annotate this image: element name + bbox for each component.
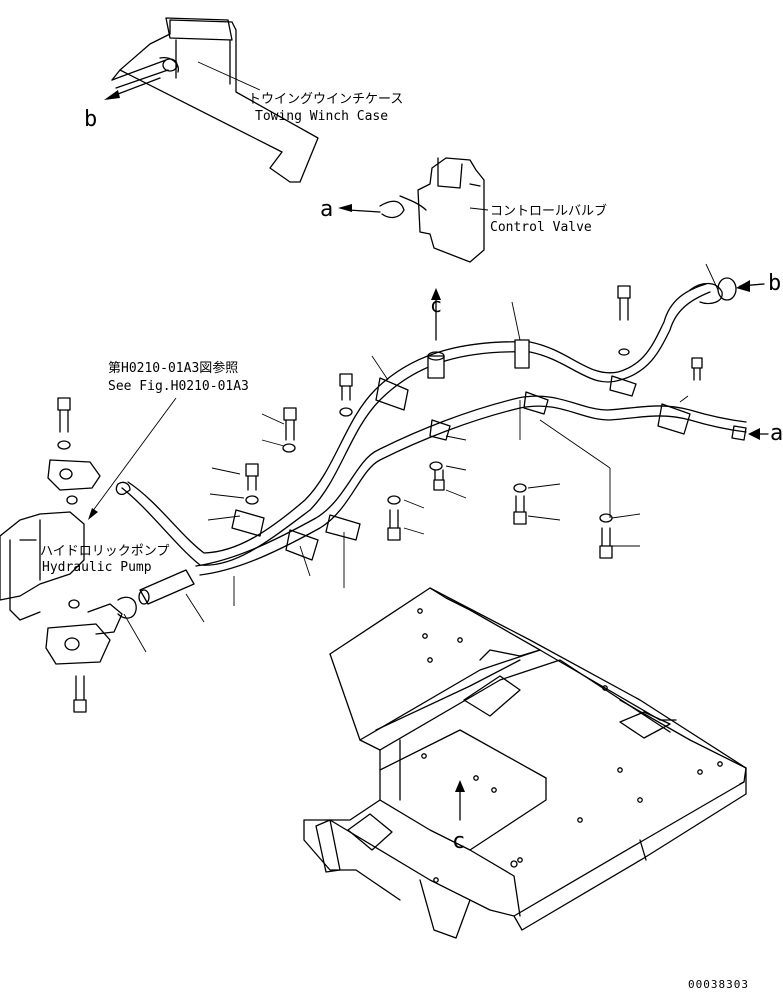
- control-valve-label-jp: コントロールバルブ: [490, 203, 607, 219]
- hydraulic-hose-lower: [195, 395, 747, 576]
- bolt: [339, 373, 353, 401]
- washer: [618, 348, 630, 356]
- washer: [513, 483, 527, 493]
- b-arrow-upper-right: [736, 280, 765, 292]
- washer: [68, 599, 80, 609]
- washer: [66, 495, 78, 505]
- hydraulic-hose-upper: [121, 283, 711, 566]
- bolt: [57, 397, 71, 433]
- c-arrow-frame: [455, 780, 465, 821]
- bolts: [57, 285, 703, 713]
- bolt: [433, 469, 445, 491]
- control-valve-label-en: Control Valve: [490, 220, 592, 235]
- bolt: [387, 509, 401, 541]
- hose-ends: [115, 277, 747, 605]
- see-fig-label-jp: 第H0210-01A3図参照: [108, 360, 238, 376]
- drawing-number: 00038303: [688, 978, 749, 991]
- bolt: [691, 357, 703, 381]
- washer: [339, 407, 353, 417]
- washer: [387, 495, 401, 505]
- hydraulic-pump-label-jp: ハイドロリックポンプ: [40, 544, 169, 559]
- callout-leaders: [123, 263, 719, 653]
- washer: [245, 495, 259, 505]
- leader-towing-winch: [104, 61, 261, 100]
- towing-winch-case-label-jp: トウイングウインチケース: [248, 92, 403, 107]
- bolt: [73, 675, 87, 713]
- towing-winch-case-label-en: Towing Winch Case: [255, 109, 388, 124]
- hydraulic-pump-label-en: Hydraulic Pump: [42, 560, 152, 575]
- washer: [429, 461, 443, 471]
- washer: [282, 443, 296, 453]
- machine-frame: [303, 587, 747, 939]
- bolt: [599, 527, 613, 559]
- ref-b-hose: b: [768, 271, 781, 296]
- hydraulic-pump: [0, 459, 137, 665]
- washer: [57, 440, 71, 450]
- bolt: [513, 495, 527, 525]
- a-arrow-lower-right: [748, 428, 769, 440]
- bolt: [283, 407, 297, 441]
- spacer-c: [427, 288, 445, 379]
- bolt: [245, 463, 259, 491]
- control-valve: [338, 157, 489, 263]
- ref-c-frame: c: [452, 829, 465, 854]
- towing-winch-case: [111, 17, 319, 183]
- see-fig-label-en: See Fig.H0210-01A3: [108, 379, 249, 394]
- bolt: [617, 285, 631, 321]
- ref-c-top: c: [430, 293, 442, 317]
- leader-see-fig: [88, 397, 177, 520]
- clamps: [231, 339, 691, 561]
- ref-b-winch: b: [84, 107, 97, 132]
- ref-a-valve: a: [320, 197, 333, 222]
- ref-a-hose: a: [770, 421, 783, 446]
